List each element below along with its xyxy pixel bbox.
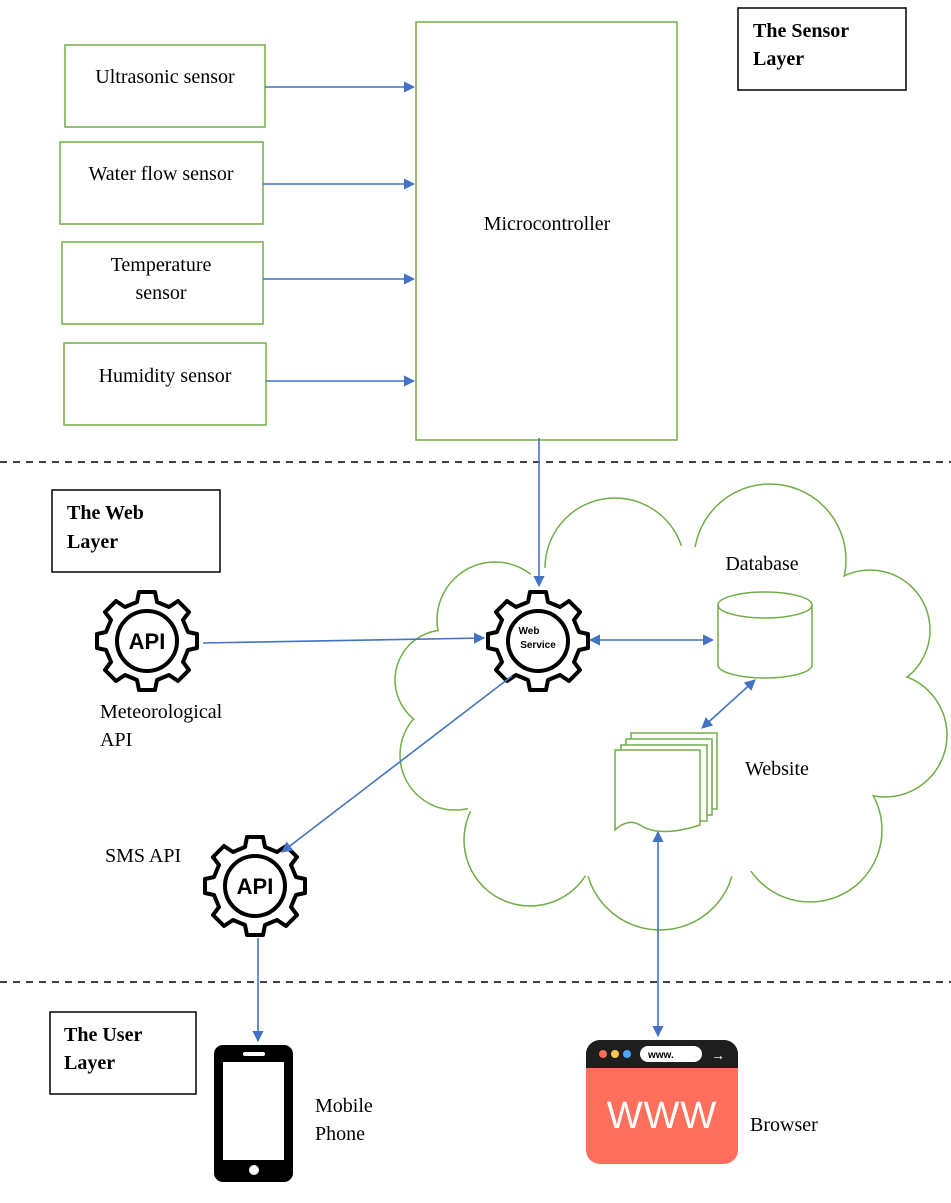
gear-icon bbox=[486, 590, 590, 692]
arrow-met-api-to-web-service bbox=[202, 632, 486, 644]
meteorological-api-icon: API bbox=[95, 590, 199, 692]
sensor-layer-title: The Sensor Layer bbox=[737, 7, 907, 91]
sensor-water-flow-label: Water flow sensor bbox=[88, 163, 233, 185]
meteorological-api-label-line2: API bbox=[100, 729, 132, 751]
gear-icon bbox=[203, 835, 307, 937]
user-layer-title-line1: The User bbox=[64, 1024, 142, 1046]
database-icon bbox=[717, 591, 813, 679]
sensor-temperature-label-line2: sensor bbox=[135, 282, 186, 304]
meteorological-api-label-line1: Meteorological bbox=[100, 701, 223, 723]
sensor-temperature-label-line1: Temperature bbox=[111, 254, 212, 276]
mobile-phone-label-line1: Mobile bbox=[315, 1095, 373, 1117]
website-label: Website bbox=[745, 758, 809, 780]
meteorological-api-icon-text: API bbox=[129, 629, 166, 654]
mobile-phone-icon bbox=[214, 1045, 293, 1182]
sensor-ultrasonic: Ultrasonic sensor bbox=[64, 44, 266, 128]
browser-dot-red bbox=[599, 1050, 607, 1058]
sensor-temperature: Temperature sensor bbox=[61, 241, 264, 325]
microcontroller-box: Microcontroller bbox=[415, 21, 678, 441]
sensor-layer-title-line2: Layer bbox=[753, 48, 804, 70]
browser-dot-yellow bbox=[611, 1050, 619, 1058]
database-label: Database bbox=[725, 553, 798, 575]
sms-api-label: SMS API bbox=[105, 845, 181, 867]
arrow-database-website bbox=[701, 679, 756, 729]
browser-icon: www. → WWW bbox=[586, 1040, 738, 1164]
sensor-humidity-label: Humidity sensor bbox=[99, 365, 232, 387]
browser-label: Browser bbox=[750, 1114, 818, 1136]
web-layer-title-line1: The Web bbox=[67, 502, 144, 524]
browser-www-text: WWW bbox=[607, 1095, 718, 1137]
user-layer-title: The User Layer bbox=[49, 1011, 197, 1095]
sensor-ultrasonic-label: Ultrasonic sensor bbox=[95, 66, 235, 88]
sensor-water-flow: Water flow sensor bbox=[59, 141, 264, 225]
sms-api-icon: API bbox=[203, 835, 307, 937]
web-layer-title-line2: Layer bbox=[67, 531, 118, 553]
microcontroller-label: Microcontroller bbox=[484, 213, 611, 235]
arrow-right-icon: → bbox=[711, 1047, 725, 1063]
web-service-icon: Web Service bbox=[486, 590, 590, 692]
gear-icon bbox=[95, 590, 199, 692]
browser-address-bar bbox=[640, 1046, 702, 1062]
user-layer-title-line2: Layer bbox=[64, 1052, 115, 1074]
web-service-label-line1: Web bbox=[519, 626, 540, 637]
website-icon bbox=[614, 732, 718, 833]
mobile-phone-label-line2: Phone bbox=[315, 1123, 365, 1145]
web-service-label-line2: Service bbox=[520, 640, 556, 651]
sensor-layer-title-line1: The Sensor bbox=[753, 20, 849, 42]
browser-address-text: www. bbox=[647, 1050, 674, 1061]
arrow-web-service-to-sms-api bbox=[281, 675, 513, 853]
cloud bbox=[394, 483, 948, 931]
web-layer-title: The Web Layer bbox=[51, 489, 221, 573]
sms-api-icon-text: API bbox=[237, 874, 274, 899]
sensor-humidity: Humidity sensor bbox=[63, 342, 267, 426]
browser-dot-blue bbox=[623, 1050, 631, 1058]
